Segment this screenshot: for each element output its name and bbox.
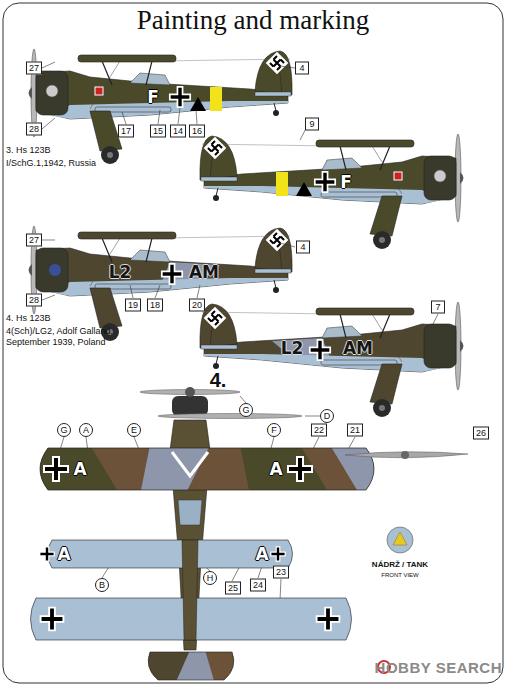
callout-number: 23 (273, 566, 289, 579)
callout-number: 28 (26, 123, 42, 136)
scheme-caption: 3. Hs 123B (6, 145, 51, 156)
callout-number: 20 (189, 299, 205, 312)
aircraft-code: A (269, 459, 282, 479)
callout-letter: E (127, 423, 141, 437)
aircraft-code: L2 (109, 262, 132, 282)
tank-label: NÁDRŽ / TANK (372, 560, 428, 569)
callout-number: 27 (26, 62, 42, 75)
callout-letter: G (57, 423, 71, 437)
scheme-number: 4. (210, 369, 227, 392)
aircraft-code: AM (343, 338, 373, 358)
callout-letter: G (239, 403, 253, 417)
scheme-caption: 4(Sch)/LG2, Adolf Galland, September 193… (6, 326, 156, 348)
aircraft-code: A (73, 459, 86, 479)
callout-number: 4 (295, 62, 309, 75)
callout-letter: A (79, 423, 93, 437)
aircraft-code: A (57, 544, 70, 564)
callout-letter: D (320, 409, 334, 423)
callout-number: 26 (473, 427, 489, 440)
callout-number: 15 (150, 125, 166, 138)
callout-number: 22 (311, 424, 327, 437)
callout-number: 24 (250, 579, 266, 592)
aircraft-code: F (147, 87, 159, 107)
aircraft-code: A (255, 544, 268, 564)
scheme-caption: 4. Hs 123B (6, 313, 51, 324)
page-title: Painting and marking (0, 5, 506, 36)
aircraft-code: F (340, 172, 352, 192)
callout-number: 18 (147, 299, 163, 312)
aircraft-code: L2 (281, 338, 304, 358)
callout-letter: H (203, 571, 217, 585)
scheme-caption: I/SchG.1,1942, Russia (6, 158, 96, 169)
callout-number: 21 (347, 424, 363, 437)
callout-number: 14 (170, 125, 186, 138)
watermark: HOBBY SEARCH (375, 659, 502, 676)
callout-number: 25 (225, 582, 241, 595)
tank-label: FRONT VIEW (381, 572, 419, 578)
callout-number: 16 (189, 125, 205, 138)
callout-number: 4 (296, 241, 310, 254)
callout-number: 7 (431, 301, 445, 314)
callout-number: 27 (26, 234, 42, 247)
callout-number: 17 (118, 125, 134, 138)
callout-letter: F (267, 423, 281, 437)
aircraft-code: AM (189, 262, 219, 282)
callout-number: 28 (26, 294, 42, 307)
callout-number: 9 (305, 118, 319, 131)
callout-number: 19 (125, 299, 141, 312)
callout-letter: B (95, 578, 109, 592)
